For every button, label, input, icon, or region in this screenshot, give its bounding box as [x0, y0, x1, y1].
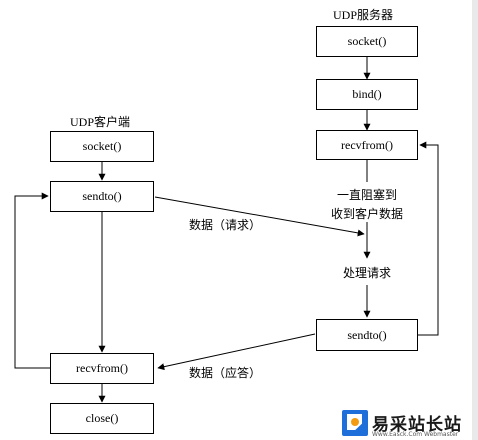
client-loop-arrow	[14, 192, 50, 369]
client-recvfrom-box: recvfrom()	[50, 353, 154, 384]
server-process-label: 处理请求	[342, 266, 391, 280]
watermark-url: Www.Easck.Com Webmaster	[372, 431, 459, 438]
server-loop-arrow	[418, 141, 439, 336]
server-bind-box: bind()	[316, 79, 418, 110]
watermark-logo-icon	[342, 410, 368, 436]
reply-label: 数据（应答）	[189, 366, 262, 380]
site-watermark: 易采站长站 Www.Easck.Com Webmaster	[342, 408, 478, 440]
server-sendto-box: sendto()	[316, 319, 418, 351]
server-block-line1: 一直阻塞到	[336, 188, 397, 202]
watermark-title: 易采站长站	[372, 415, 462, 435]
client-sendto-box: sendto()	[50, 181, 154, 212]
server-socket-box: socket()	[316, 26, 418, 57]
reply-arrow	[157, 333, 316, 371]
client-close-box: close()	[50, 403, 154, 434]
server-recvfrom-box: recvfrom()	[316, 130, 418, 160]
server-block-line2: 收到客户数据	[330, 207, 403, 221]
request-arrow	[154, 196, 365, 237]
client-socket-box: socket()	[50, 131, 154, 162]
server-title: UDP服务器	[333, 8, 394, 22]
right-edge-strip	[472, 0, 478, 440]
client-title: UDP客户端	[70, 115, 131, 129]
request-label: 数据（请求）	[189, 218, 262, 232]
